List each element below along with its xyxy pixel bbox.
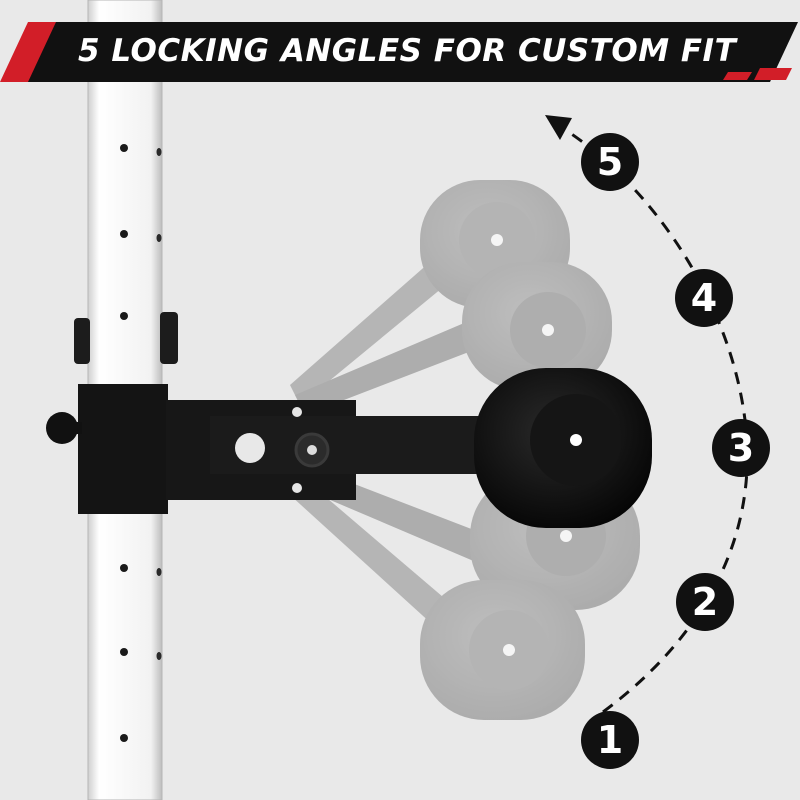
angle-label-3: 3: [727, 426, 755, 470]
ghost-arm-angle-4: [295, 262, 612, 415]
upright-side-holes: [156, 148, 162, 660]
angle-badge-1: [581, 711, 639, 769]
angle-label-5: 5: [596, 140, 624, 184]
angle-label-2: 2: [691, 580, 719, 624]
banner-title: 5 LOCKING ANGLES FOR CUSTOM FIT: [78, 33, 737, 69]
angle-badges: [581, 133, 770, 769]
mount-bracket: [46, 312, 178, 514]
angle-label-4: 4: [690, 276, 718, 320]
angle-badge-5: [581, 133, 639, 191]
ghost-arms: [290, 180, 640, 720]
active-arm-angle-3: [166, 368, 652, 528]
arc-arrowhead: [545, 115, 572, 140]
angle-badge-4: [675, 269, 733, 327]
ghost-arm-angle-1: [290, 475, 585, 720]
angle-label-1: 1: [596, 718, 624, 762]
title-banner: [0, 22, 798, 82]
angle-badge-3: [712, 419, 770, 477]
angle-badge-2: [676, 573, 734, 631]
upright-holes: [120, 144, 128, 742]
